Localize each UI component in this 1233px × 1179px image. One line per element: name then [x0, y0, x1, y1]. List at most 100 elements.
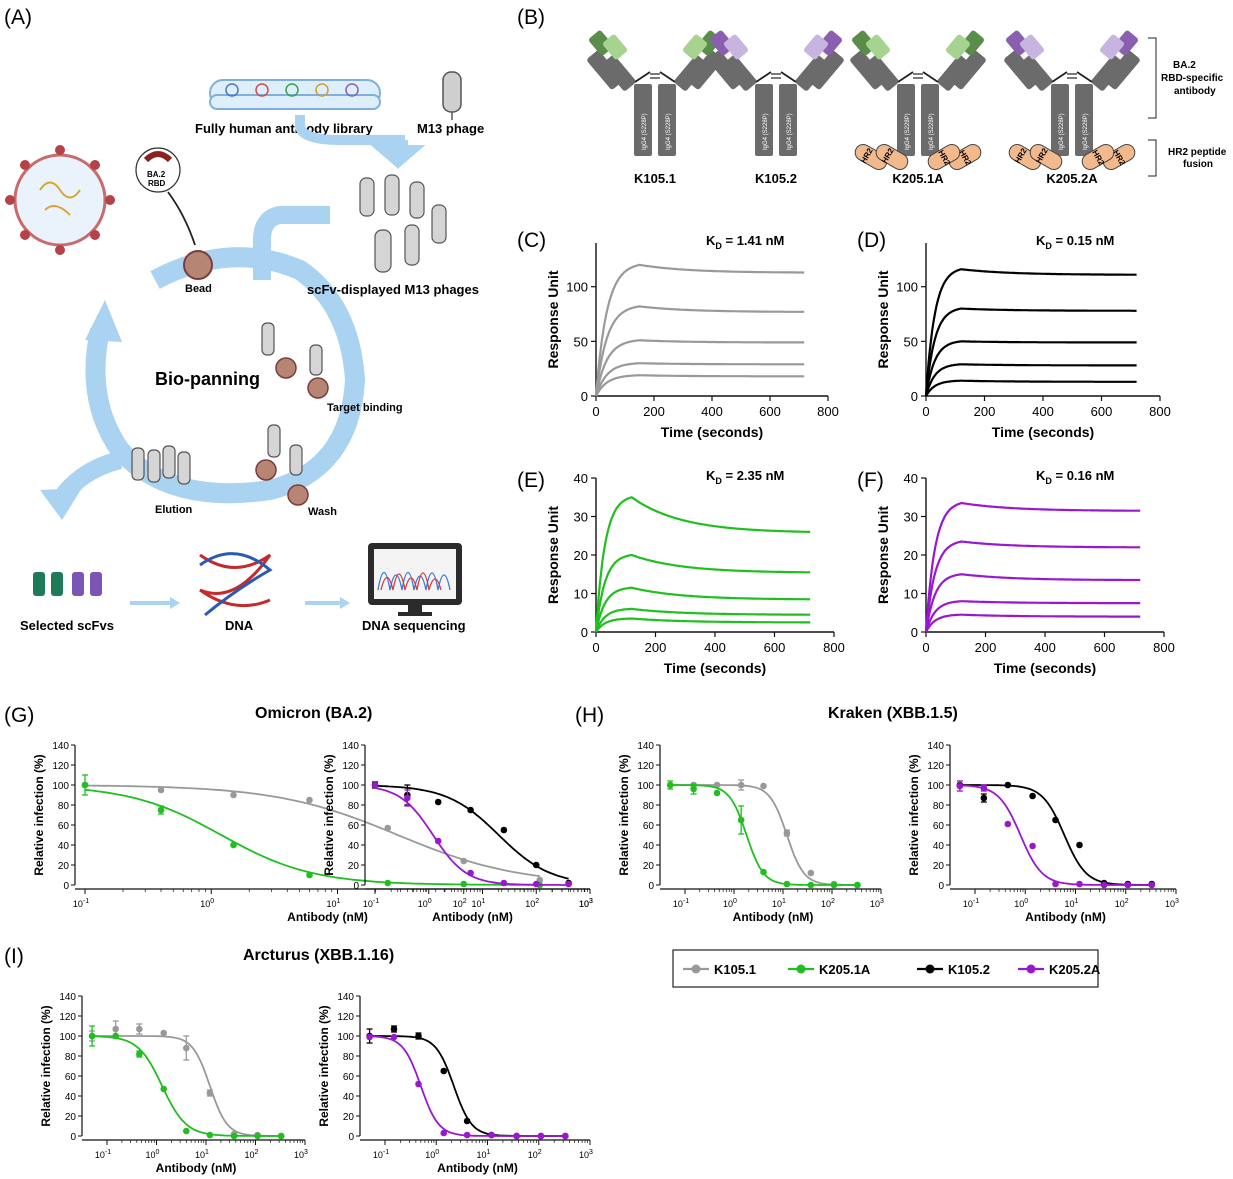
x-tick-label: 0 [922, 404, 929, 419]
y-tick-label: 0 [70, 1132, 76, 1143]
y-axis-label: Relative infection (%) [907, 754, 921, 875]
y-axis-label: Relative infection (%) [617, 754, 631, 875]
data-point [532, 880, 540, 888]
x-tick-label: 800 [1149, 404, 1171, 419]
y-tick-label: 140 [927, 741, 944, 752]
data-point [460, 857, 468, 865]
hinge-label: IgG4 (S228P) [929, 113, 935, 150]
hinge-label: IgG4 (S228P) [1083, 113, 1089, 150]
data-point [183, 1044, 190, 1052]
sensorgram-curve [594, 553, 811, 633]
exit-arrowhead [40, 488, 82, 520]
fc-chain [755, 84, 773, 156]
legend-label: K105.1 [714, 962, 756, 977]
scfv-icon [33, 572, 102, 596]
fab-arm [1076, 30, 1140, 91]
sequencer-monitor-icon [368, 543, 462, 616]
x-tick-label: 102 [1115, 898, 1129, 909]
data-point [390, 1025, 398, 1033]
y-axis-label: Response Unit [875, 506, 891, 604]
x-tick-label: 400 [1034, 640, 1056, 655]
data-point [366, 1033, 373, 1041]
fc-chain [1075, 84, 1093, 156]
y-tick-label: 40 [348, 841, 360, 852]
sensorgram-curve [594, 305, 805, 397]
y-tick-label: 140 [342, 741, 359, 752]
y-tick-label: 100 [337, 1032, 354, 1043]
data-point [565, 880, 572, 888]
data-point [88, 1032, 96, 1040]
x-tick-label: 102 [453, 898, 467, 909]
sensorgram-curve [594, 263, 805, 397]
fc-chain [921, 84, 939, 156]
data-point [183, 1127, 190, 1135]
y-tick-label: 100 [566, 280, 588, 295]
panel-label-d: (D) [857, 229, 886, 252]
y-tick-label: 20 [574, 548, 588, 563]
x-tick-label: 800 [823, 640, 845, 655]
y-axis-label: Relative infection (%) [39, 1005, 53, 1126]
x-tick-label: 10-1 [95, 1149, 111, 1160]
data-point [532, 861, 540, 869]
target-binding-icon [261, 322, 329, 399]
data-point [1004, 781, 1012, 789]
y-axis-label: Relative infection (%) [317, 1005, 331, 1126]
sensorgram-curve [924, 268, 1137, 397]
wash-icon [255, 424, 309, 506]
y-tick-label: 20 [65, 1112, 77, 1123]
x-axis-label: Time (seconds) [992, 424, 1094, 440]
data-point [488, 1131, 495, 1139]
library-label: Fully human antibody library [195, 121, 373, 136]
panel-label-e: (E) [517, 469, 545, 492]
data-point [467, 806, 474, 814]
data-point [713, 789, 721, 797]
fc-chain [897, 84, 915, 156]
x-tick-label: 200 [645, 640, 667, 655]
sensorgram-curve [924, 573, 1141, 633]
y-tick-label: 10 [904, 587, 918, 602]
x-tick-label: 103 [579, 898, 593, 909]
data-point [980, 794, 988, 802]
bracket-top-line3: antibody [1174, 86, 1216, 97]
y-tick-label: 10 [574, 587, 588, 602]
x-tick-label: 103 [579, 1149, 593, 1160]
x-tick-label: 400 [701, 404, 723, 419]
data-point [434, 837, 442, 845]
y-tick-label: 60 [65, 1072, 77, 1083]
x-tick-label: 102 [821, 898, 835, 909]
x-axis-label: Time (seconds) [664, 660, 766, 676]
data-point [1100, 881, 1108, 889]
dna-label: DNA [225, 618, 254, 633]
data-point [384, 879, 392, 887]
data-point [230, 791, 237, 799]
dna-to-seq-arrowhead [340, 597, 350, 609]
sensorgram-curve [594, 586, 811, 633]
x-tick-label: 200 [975, 640, 997, 655]
x-axis-label: Antibody (nM) [1025, 910, 1106, 924]
panel-label-i: (I) [4, 945, 24, 968]
fab-arm [780, 30, 844, 91]
y-tick-label: 40 [574, 471, 588, 486]
y-tick-label: 120 [337, 1012, 354, 1023]
data-point [1124, 881, 1132, 889]
y-tick-label: 140 [637, 741, 654, 752]
x-axis-label: Antibody (nM) [437, 1161, 518, 1175]
y-tick-label: 0 [648, 881, 654, 892]
y-tick-label: 0 [581, 389, 588, 404]
y-axis-label: Relative infection (%) [32, 754, 46, 875]
data-point [980, 784, 988, 792]
x-tick-label: 10-1 [363, 898, 379, 909]
antibody-k105-1: IgG4 (S228P)IgG4 (S228P)K105.1 [587, 30, 723, 186]
panning-label: Bio-panning [155, 369, 260, 389]
sensorgram-curve [925, 613, 1141, 633]
y-tick-label: 120 [52, 761, 69, 772]
legend-entry-k205-1a: K205.1A [788, 962, 871, 977]
bracket-bottom [1148, 139, 1157, 177]
bead-label: Bead [185, 283, 212, 295]
data-point [1052, 816, 1059, 824]
y-tick-label: 40 [643, 841, 655, 852]
y-tick-label: 60 [348, 821, 360, 832]
